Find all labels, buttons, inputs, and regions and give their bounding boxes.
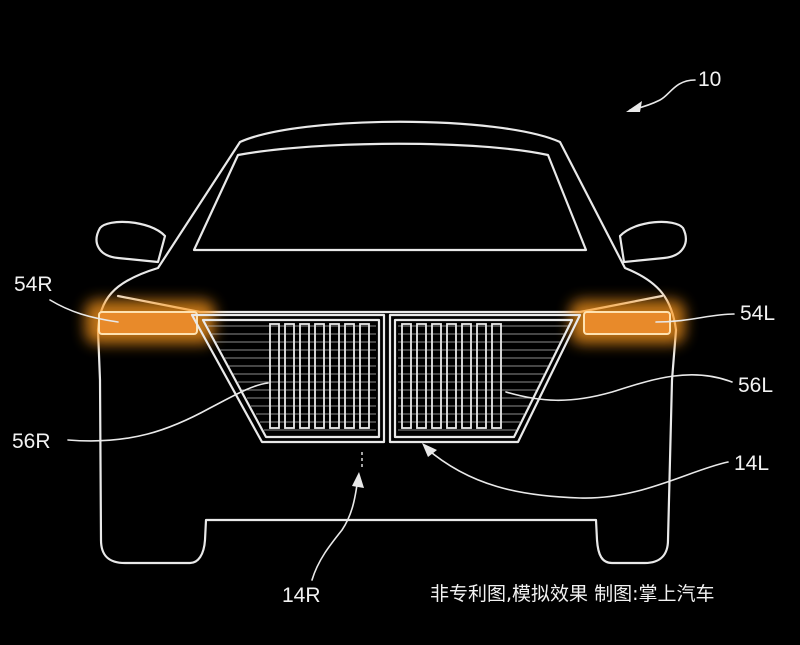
arrowhead-14r	[352, 472, 364, 488]
grille-right-inner	[201, 318, 381, 439]
leader-54r	[49, 299, 119, 323]
label-54l: 54L	[740, 302, 775, 325]
grille-left-inner	[393, 318, 574, 439]
label-56l: 56L	[738, 374, 773, 397]
grille-left-bars	[401, 323, 502, 429]
caption: 非专利图,模拟效果 制图:掌上汽车	[430, 583, 714, 605]
label-14r: 14R	[282, 584, 321, 607]
leader-14r	[311, 477, 359, 581]
leader-54l	[655, 313, 735, 323]
label-10: 10	[698, 68, 721, 91]
arrowhead-10	[626, 101, 642, 112]
headlamp-left	[583, 311, 671, 335]
leader-14l	[425, 447, 729, 499]
grille-left-outer	[388, 313, 582, 444]
label-14l: 14L	[734, 452, 769, 475]
left-side-mirror	[618, 220, 687, 264]
label-54r: 54R	[14, 273, 53, 296]
car-body-outline	[96, 120, 678, 565]
leader-56r	[67, 382, 269, 442]
leader-56l	[505, 374, 733, 402]
grille-right-outer	[190, 313, 386, 444]
arrowhead-14l	[422, 443, 437, 457]
grille-right-bars	[269, 323, 370, 429]
headlamp-right	[98, 311, 198, 335]
label-56r: 56R	[12, 430, 51, 453]
right-side-mirror	[95, 220, 167, 264]
windshield	[192, 142, 588, 252]
grille-right-hatching	[208, 325, 376, 431]
